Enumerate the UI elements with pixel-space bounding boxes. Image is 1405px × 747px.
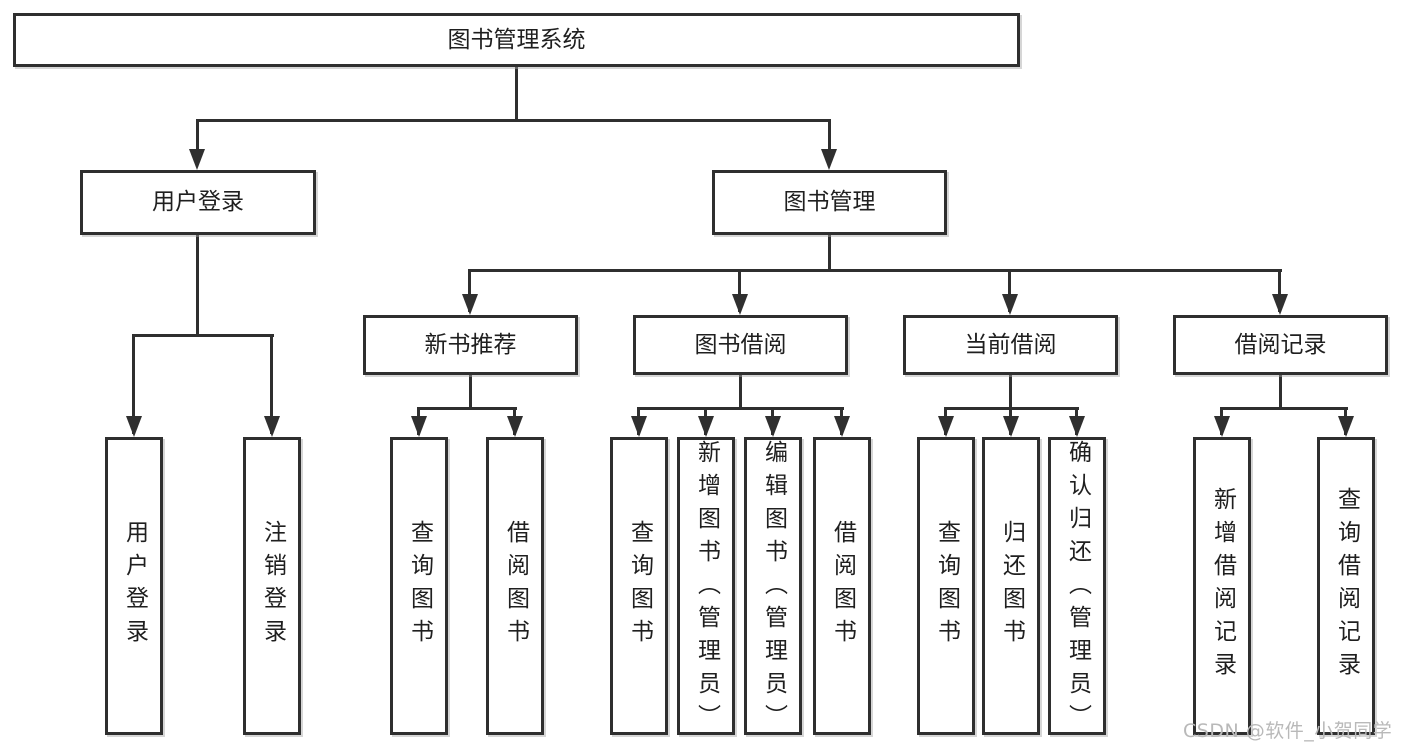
arrow-down-icon — [1002, 294, 1018, 315]
connector-line — [196, 234, 199, 337]
node-book-borrowing: 图书借阅 — [633, 315, 848, 375]
arrow-down-icon — [126, 416, 142, 437]
leaf-label: 查询图书 — [933, 520, 960, 652]
leaf-label: 用户登录 — [121, 520, 148, 652]
arrow-down-icon — [732, 294, 748, 315]
leaf-query-books-3: 查询图书 — [917, 437, 975, 735]
node-label: 借阅记录 — [1234, 331, 1327, 358]
node-label: 图书管理系统 — [447, 26, 586, 53]
node-book-management: 图书管理 — [712, 170, 947, 235]
leaf-label: 新增图书（管理员） — [693, 440, 720, 737]
leaf-label: 新增借阅记录 — [1209, 487, 1236, 685]
leaf-label: 查询图书 — [406, 520, 433, 652]
node-label: 用户登录 — [152, 189, 244, 215]
connector-line — [132, 334, 274, 337]
connector-line — [1220, 407, 1348, 410]
connector-line — [828, 234, 831, 272]
leaf-borrow-books-1: 借阅图书 — [486, 437, 544, 735]
connector-line — [828, 119, 831, 164]
leaf-confirm-return-admin: 确认归还（管理员） — [1048, 437, 1106, 737]
leaf-label: 查询图书 — [626, 520, 653, 652]
node-root-system: 图书管理系统 — [13, 13, 1020, 67]
connector-line — [739, 374, 742, 410]
connector-line — [196, 119, 831, 122]
leaf-user-login: 用户登录 — [105, 437, 163, 735]
connector-line — [468, 269, 471, 312]
arrow-down-icon — [821, 149, 837, 170]
connector-line — [1009, 374, 1012, 410]
leaf-label: 确认归还（管理员） — [1064, 440, 1091, 737]
connector-line — [196, 119, 199, 164]
node-label: 图书管理 — [783, 189, 876, 215]
leaf-add-borrow-record: 新增借阅记录 — [1193, 437, 1251, 735]
arrow-down-icon — [264, 416, 280, 437]
leaf-edit-books-admin: 编辑图书（管理员） — [744, 437, 802, 737]
node-label: 新书推荐 — [424, 331, 517, 358]
arrow-down-icon — [938, 416, 954, 437]
connector-line — [637, 407, 844, 410]
connector-line — [417, 407, 517, 410]
connector-line — [469, 374, 472, 410]
leaf-return-books: 归还图书 — [982, 437, 1040, 735]
leaf-query-borrow-record: 查询借阅记录 — [1317, 437, 1375, 735]
connector-line — [270, 334, 273, 434]
connector-line — [1008, 269, 1011, 312]
connector-line — [515, 66, 518, 122]
node-borrowing-records: 借阅记录 — [1173, 315, 1388, 375]
node-current-borrowing: 当前借阅 — [903, 315, 1118, 375]
arrow-down-icon — [631, 416, 647, 437]
leaf-label: 查询借阅记录 — [1333, 487, 1360, 685]
csdn-watermark: CSDN @软件_小贺同学 — [1183, 720, 1393, 742]
arrow-down-icon — [765, 416, 781, 437]
node-user-login: 用户登录 — [80, 170, 316, 235]
leaf-borrow-books-2: 借阅图书 — [813, 437, 871, 735]
arrow-down-icon — [1003, 416, 1019, 437]
leaf-query-books-1: 查询图书 — [390, 437, 448, 735]
node-new-book-recommend: 新书推荐 — [363, 315, 578, 375]
arrow-down-icon — [507, 416, 523, 437]
connector-line — [738, 269, 741, 312]
arrow-down-icon — [1069, 416, 1085, 437]
arrow-down-icon — [1272, 294, 1288, 315]
arrow-down-icon — [462, 294, 478, 315]
leaf-label: 借阅图书 — [829, 520, 856, 652]
arrow-down-icon — [1338, 416, 1354, 437]
leaf-logout: 注销登录 — [243, 437, 301, 735]
leaf-add-books-admin: 新增图书（管理员） — [677, 437, 735, 737]
leaf-label: 编辑图书（管理员） — [760, 440, 787, 737]
node-label: 当前借阅 — [964, 331, 1057, 358]
connector-line — [132, 334, 135, 434]
connector-line — [468, 269, 1282, 272]
arrow-down-icon — [834, 416, 850, 437]
leaf-label: 归还图书 — [998, 520, 1025, 652]
arrow-down-icon — [411, 416, 427, 437]
leaf-query-books-2: 查询图书 — [610, 437, 668, 735]
arrow-down-icon — [1214, 416, 1230, 437]
node-label: 图书借阅 — [694, 331, 787, 358]
leaf-label: 注销登录 — [259, 520, 286, 652]
arrow-down-icon — [698, 416, 714, 437]
connector-line — [1278, 269, 1281, 312]
leaf-label: 借阅图书 — [502, 520, 529, 652]
connector-line — [1279, 374, 1282, 410]
arrow-down-icon — [189, 149, 205, 170]
